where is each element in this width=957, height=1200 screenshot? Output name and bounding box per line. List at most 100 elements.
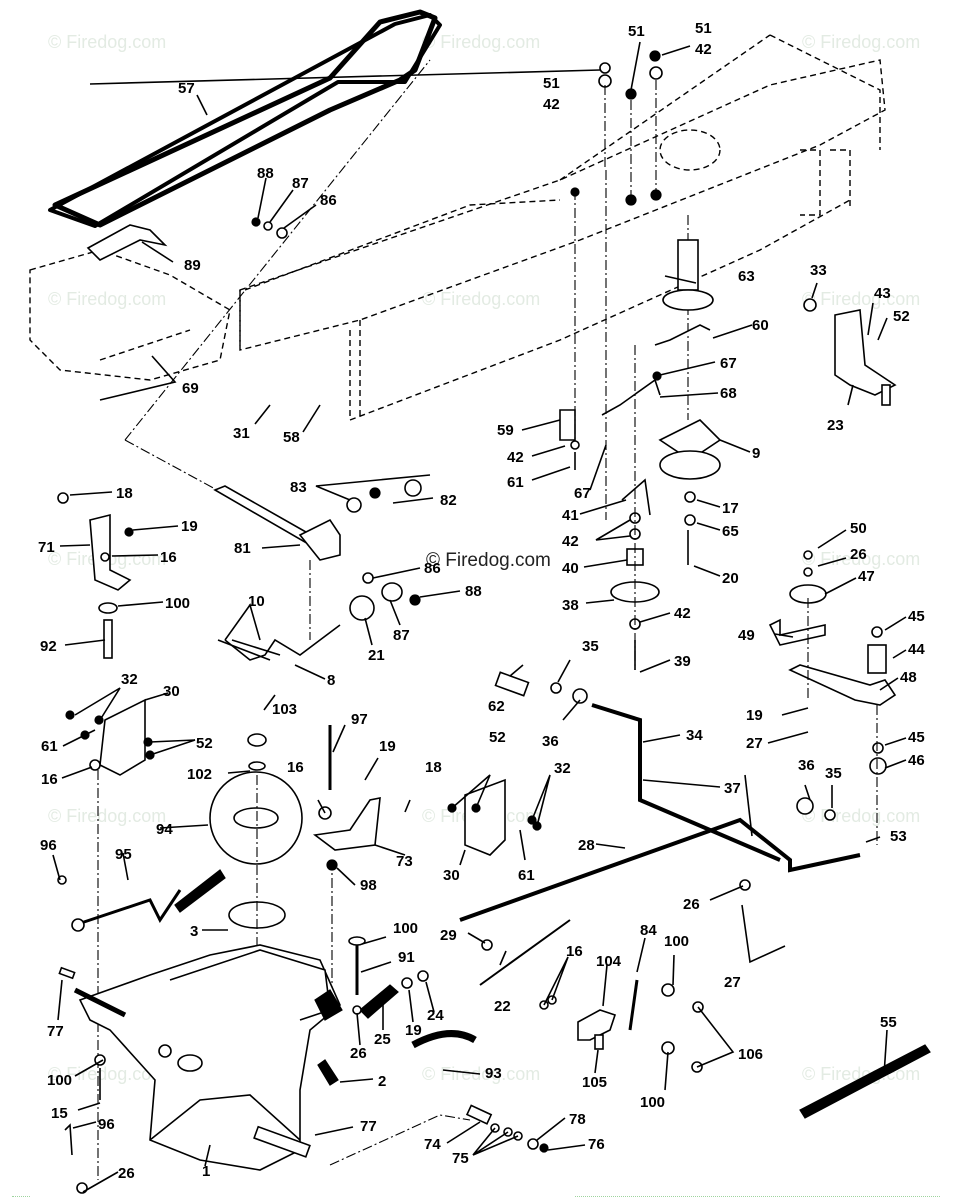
callout-76: 76 — [588, 1136, 605, 1153]
callout-30: 30 — [443, 867, 460, 884]
callout-19: 19 — [379, 738, 396, 755]
callout-45: 45 — [908, 729, 925, 746]
callout-63: 63 — [738, 268, 755, 285]
callout-91: 91 — [398, 949, 415, 966]
callout-98: 98 — [360, 877, 377, 894]
callout-labels: 57 88 87 86 89 69 31 58 51 51 51 42 42 6… — [38, 20, 925, 1182]
watermark: © Firedog.com — [422, 1064, 540, 1084]
callout-8: 8 — [327, 672, 335, 689]
callout-34: 34 — [686, 727, 703, 744]
callout-29: 29 — [440, 927, 457, 944]
callout-1: 1 — [202, 1163, 210, 1180]
frame-outline — [29, 34, 886, 422]
callout-23: 23 — [827, 417, 844, 434]
callout-30: 30 — [163, 683, 180, 700]
watermark: © Firedog.com — [48, 289, 166, 309]
callout-45: 45 — [908, 608, 925, 625]
callout-50: 50 — [850, 520, 867, 537]
callout-16: 16 — [41, 771, 58, 788]
callout-32: 32 — [121, 671, 138, 688]
callout-103: 103 — [272, 701, 297, 718]
callout-102: 102 — [187, 766, 212, 783]
callout-82: 82 — [440, 492, 457, 509]
callout-51: 51 — [695, 20, 712, 37]
watermark: © Firedog.com — [422, 32, 540, 52]
callout-100: 100 — [47, 1072, 72, 1089]
callout-86: 86 — [424, 560, 441, 577]
spring-55 — [799, 1044, 931, 1119]
callout-77: 77 — [360, 1118, 377, 1135]
callout-88: 88 — [465, 583, 482, 600]
transaxle — [73, 944, 341, 1171]
callout-27: 27 — [746, 735, 763, 752]
callout-18: 18 — [425, 759, 442, 776]
callout-25: 25 — [374, 1031, 391, 1048]
leader-lines — [52, 41, 907, 1193]
callout-95: 95 — [115, 846, 132, 863]
callout-35: 35 — [582, 638, 599, 655]
callout-69: 69 — [182, 380, 199, 397]
callout-84: 84 — [640, 922, 657, 939]
callout-32: 32 — [554, 760, 571, 777]
callout-26: 26 — [683, 896, 700, 913]
callout-35: 35 — [825, 765, 842, 782]
callout-67: 67 — [574, 485, 591, 502]
callout-59: 59 — [497, 422, 514, 439]
footer-divider — [12, 1196, 30, 1198]
callout-100: 100 — [165, 595, 190, 612]
callout-104: 104 — [596, 953, 622, 970]
footer-divider — [575, 1196, 940, 1198]
callout-19: 19 — [746, 707, 763, 724]
callout-27: 27 — [724, 974, 741, 991]
watermark: © Firedog.com — [48, 32, 166, 52]
callout-33: 33 — [810, 262, 827, 279]
callout-10: 10 — [248, 593, 265, 610]
callout-19: 19 — [181, 518, 198, 535]
belt-guide — [86, 224, 168, 261]
callout-89: 89 — [184, 257, 201, 274]
callout-87: 87 — [292, 175, 309, 192]
callout-49: 49 — [738, 627, 755, 644]
callout-46: 46 — [908, 752, 925, 769]
bracket-30-left — [99, 698, 146, 776]
watermark: © Firedog.com — [48, 1064, 166, 1084]
callout-73: 73 — [396, 853, 413, 870]
callout-3: 3 — [190, 923, 198, 940]
callout-78: 78 — [569, 1111, 586, 1128]
callout-88: 88 — [257, 165, 274, 182]
callout-67: 67 — [720, 355, 737, 372]
callout-57: 57 — [178, 80, 195, 97]
callout-74: 74 — [424, 1136, 441, 1153]
callout-92: 92 — [40, 638, 57, 655]
callout-48: 48 — [900, 669, 917, 686]
bracket-71 — [89, 513, 132, 591]
callout-26: 26 — [118, 1165, 135, 1182]
callout-81: 81 — [234, 540, 251, 557]
callout-96: 96 — [98, 1116, 115, 1133]
callout-52: 52 — [893, 308, 910, 325]
callout-96: 96 — [40, 837, 57, 854]
watermark: © Firedog.com — [802, 549, 920, 569]
callout-18: 18 — [116, 485, 133, 502]
callout-37: 37 — [724, 780, 741, 797]
callout-42: 42 — [507, 449, 524, 466]
callout-42: 42 — [695, 41, 712, 58]
callout-65: 65 — [722, 523, 739, 540]
callout-36: 36 — [798, 757, 815, 774]
callout-2: 2 — [378, 1073, 386, 1090]
callout-43: 43 — [874, 285, 891, 302]
callout-39: 39 — [674, 653, 691, 670]
watermark: © Firedog.com — [422, 289, 540, 309]
callout-75: 75 — [452, 1150, 469, 1167]
callout-106: 106 — [738, 1046, 763, 1063]
callout-51: 51 — [628, 23, 645, 40]
callout-42: 42 — [674, 605, 691, 622]
bracket-23 — [834, 309, 897, 396]
callout-16: 16 — [287, 759, 304, 776]
watermark: © Firedog.com — [802, 289, 920, 309]
callout-52: 52 — [489, 729, 506, 746]
callout-16: 16 — [566, 943, 583, 960]
callout-24: 24 — [427, 1007, 444, 1024]
callout-68: 68 — [720, 385, 737, 402]
